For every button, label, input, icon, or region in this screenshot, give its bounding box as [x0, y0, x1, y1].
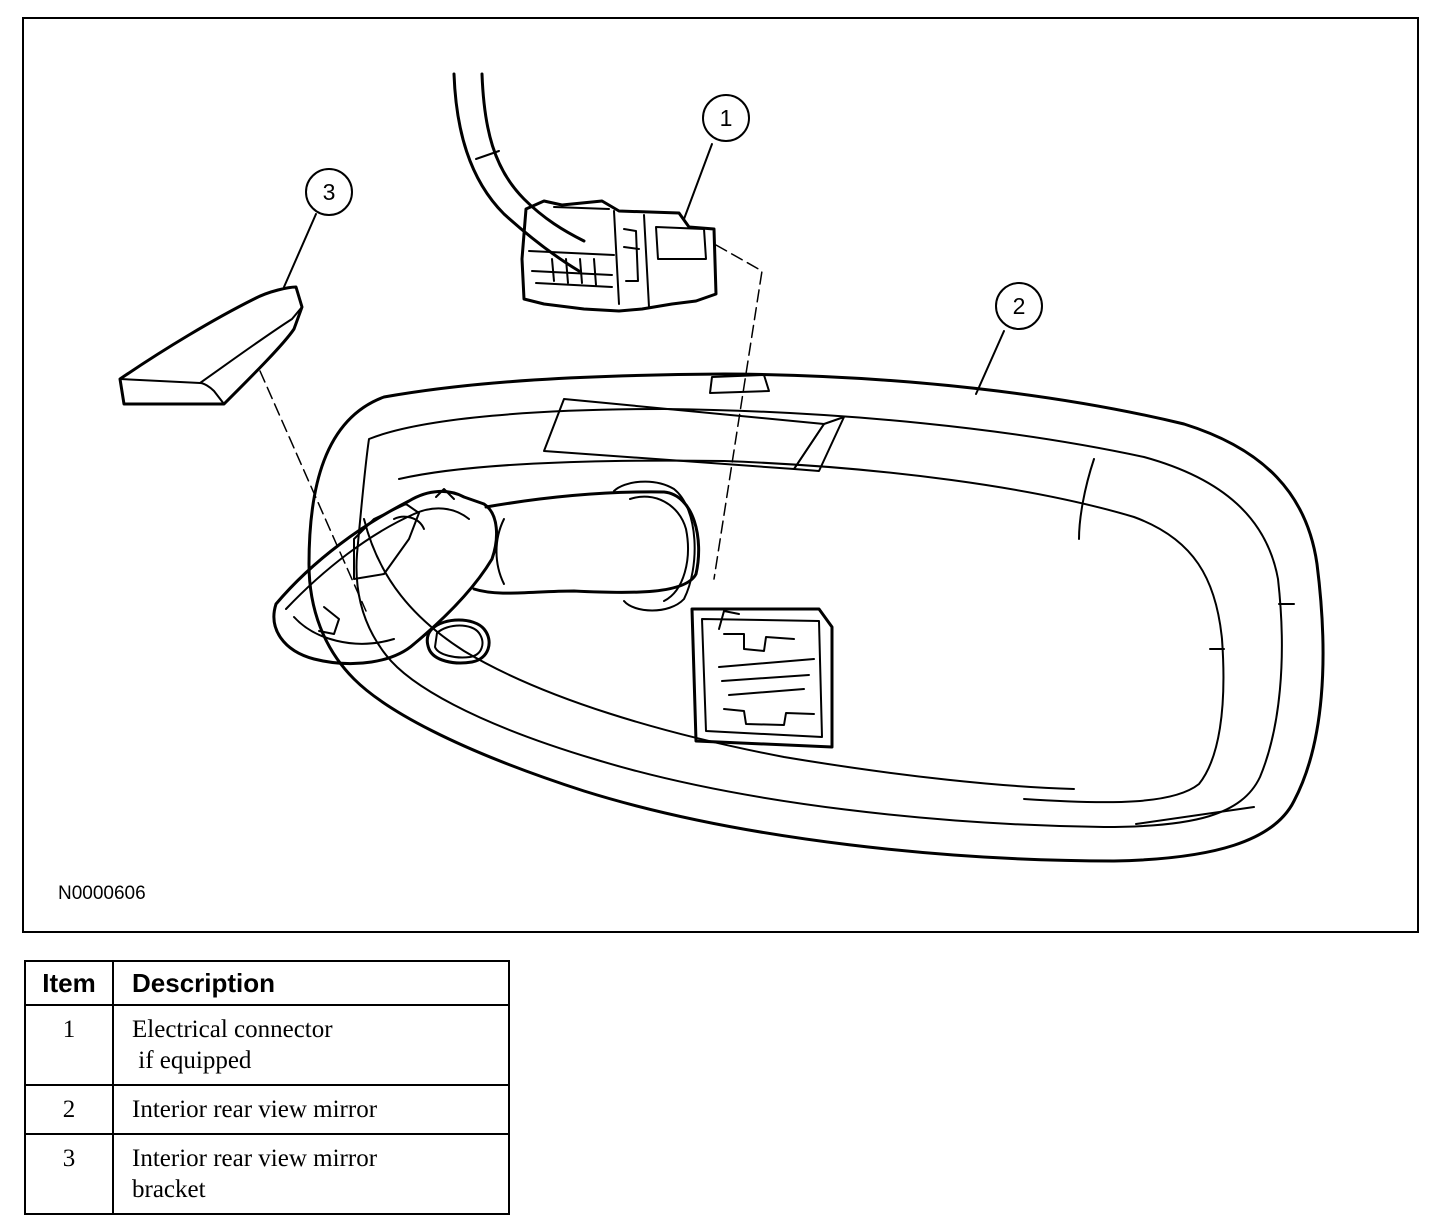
- legend-item-number: 3: [24, 1133, 114, 1215]
- figure-id: N0000606: [58, 883, 146, 904]
- figure-frame: 1 2 3 N0000606: [22, 17, 1419, 933]
- mirror-mount: [272, 488, 498, 666]
- legend-header-item: Item: [24, 960, 114, 1006]
- mirror-stem: [472, 480, 701, 612]
- legend-item-description: Interior rear view mirror bracket: [112, 1133, 510, 1215]
- alignment-lines: [259, 244, 763, 612]
- callout-1-label: 1: [720, 105, 733, 131]
- mirror-bracket: [118, 285, 304, 406]
- mirror-illustration: 1 2 3: [118, 72, 1325, 863]
- leader-lines: [283, 143, 1005, 395]
- legend-row: 2 Interior rear view mirror: [24, 1084, 510, 1135]
- callout-3: 3: [305, 168, 353, 216]
- legend-item-number: 2: [24, 1084, 114, 1135]
- callout-3-label: 3: [323, 179, 336, 205]
- legend-header-row: Item Description: [24, 960, 510, 1006]
- legend-item-description: Electrical connector if equipped: [112, 1004, 510, 1086]
- legend-row: 3 Interior rear view mirror bracket: [24, 1133, 510, 1215]
- legend-item-number: 1: [24, 1004, 114, 1086]
- legend-header-description: Description: [112, 960, 510, 1006]
- legend-table: Item Description 1 Electrical connector …: [24, 960, 510, 1215]
- interior-rear-view-mirror: [307, 372, 1325, 863]
- callout-1: 1: [702, 94, 750, 142]
- callout-2-label: 2: [1013, 293, 1026, 319]
- electrical-connector: [520, 199, 718, 313]
- callout-2: 2: [995, 282, 1043, 330]
- legend-row: 1 Electrical connector if equipped: [24, 1004, 510, 1086]
- legend-item-description: Interior rear view mirror: [112, 1084, 510, 1135]
- mirror-connector-socket: [690, 607, 834, 749]
- wiring-harness: [452, 72, 586, 273]
